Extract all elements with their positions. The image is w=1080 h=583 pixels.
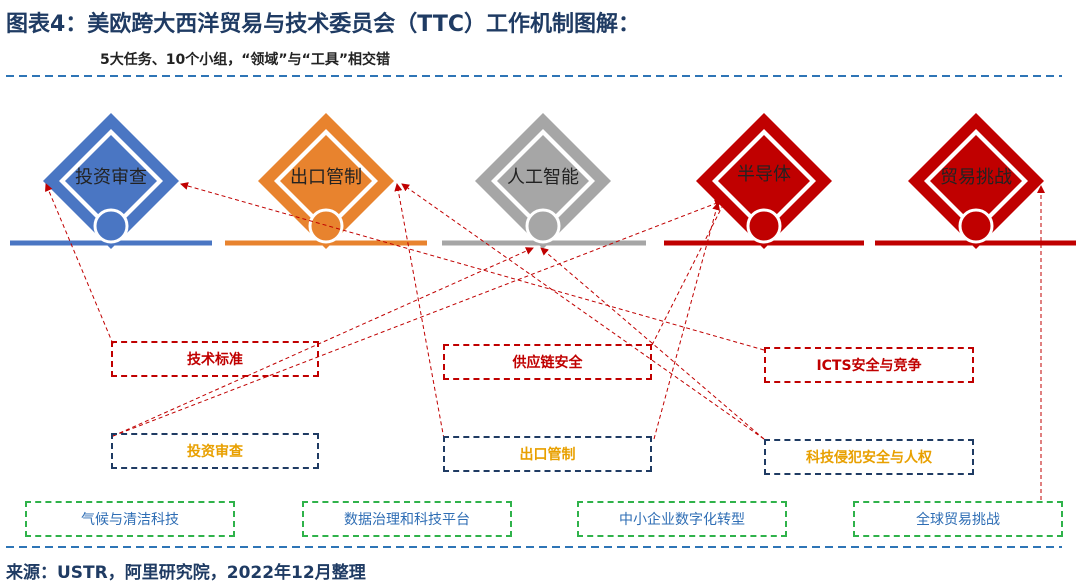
task-label-investment-review: 投资审查 <box>75 167 147 188</box>
task-node <box>93 208 129 244</box>
chart-title: 图表4：美欧跨大西洋贸易与技术委员会（TTC）工作机制图解： <box>6 12 640 37</box>
group-global-trade-challenge: 全球贸易挑战 <box>853 501 1063 537</box>
group-export-control: 出口管制 <box>443 436 652 472</box>
arrow <box>653 202 721 440</box>
group-icts-security: ICTS安全与竞争 <box>764 347 974 383</box>
source-note: 来源：USTR，阿里研究院，2022年12月整理 <box>6 563 366 583</box>
task-label-semiconductor: 半导体 <box>737 164 791 185</box>
task-export-control <box>225 113 427 249</box>
arrow <box>394 183 445 440</box>
arrow <box>401 183 765 440</box>
task-node <box>746 208 782 244</box>
task-label-export-control: 出口管制 <box>290 167 362 188</box>
group-tech-standards: 技术标准 <box>111 341 319 377</box>
arrow <box>45 183 114 345</box>
chart-subtitle: 5大任务、10个小组，“领域”与“工具”相交错 <box>100 52 391 68</box>
arrow <box>180 182 765 351</box>
task-node <box>308 208 344 244</box>
task-semiconductor <box>664 113 864 249</box>
group-climate-clean-tech: 气候与清洁科技 <box>25 501 235 537</box>
task-node <box>525 208 561 244</box>
group-sme-digitalization: 中小企业数字化转型 <box>577 501 787 537</box>
connection-arrows <box>45 182 1045 500</box>
task-ai <box>442 113 646 249</box>
task-investment-review <box>10 113 212 249</box>
group-supply-chain-security: 供应链安全 <box>443 344 652 380</box>
task-node <box>958 208 994 244</box>
arrow <box>112 199 723 437</box>
group-data-governance: 数据治理和科技平台 <box>302 501 512 537</box>
group-tech-misuse-human-rights: 科技侵犯安全与人权 <box>764 439 974 475</box>
task-trade-challenge <box>875 113 1076 249</box>
task-label-ai: 人工智能 <box>507 167 579 188</box>
group-investment-review: 投资审查 <box>111 433 319 469</box>
task-label-trade-challenge: 贸易挑战 <box>940 167 1012 188</box>
arrow <box>651 196 728 346</box>
